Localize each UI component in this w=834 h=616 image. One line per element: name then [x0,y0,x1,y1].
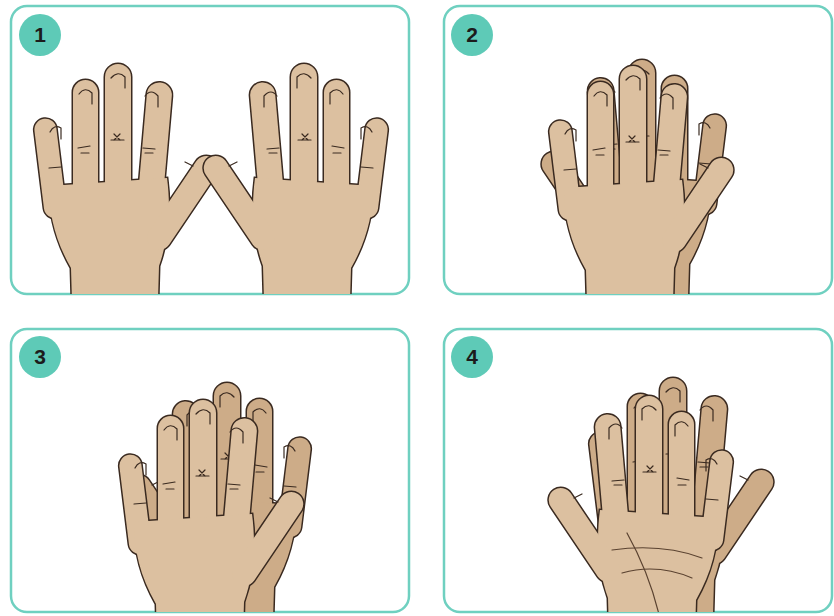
callout-number: 2 [450,13,494,57]
palm-lines [612,533,702,612]
front-hand [548,66,738,294]
badge-circle [451,336,493,378]
badge-circle [451,14,493,56]
callout-number: 3 [18,335,62,379]
step-badge: 3 [18,335,62,379]
step-badge: 2 [450,13,494,57]
front-hand [118,400,308,612]
right-hand [199,64,389,294]
callout-number: 4 [450,335,494,379]
badge-circle [19,336,61,378]
callout-number: 1 [18,13,62,57]
fingers-interlaced-back [118,383,312,612]
fingers-interlaced-palm [544,378,778,612]
badge-circle [19,14,61,56]
front-hand [544,396,734,612]
hands-stacked [537,60,738,294]
hands-apart [33,64,389,294]
step-badge: 1 [18,13,62,57]
step-badge: 4 [450,335,494,379]
left-hand [33,64,223,294]
